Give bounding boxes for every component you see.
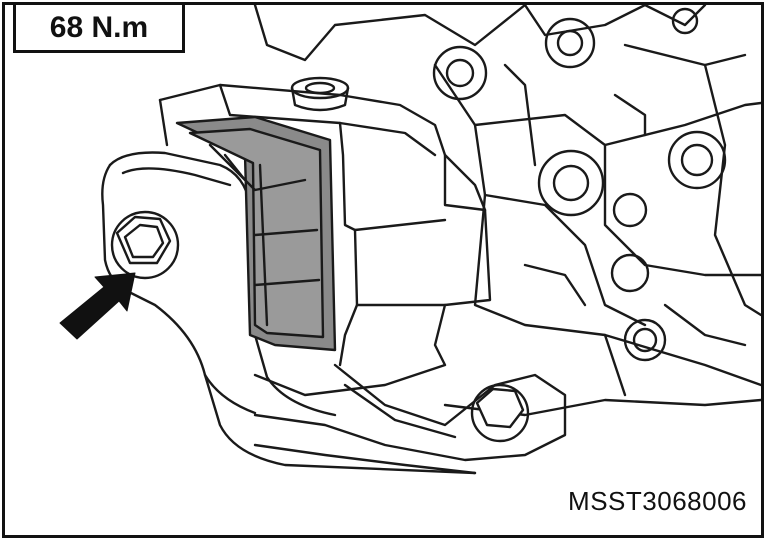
diagram-frame: 68 N.m MSST3068006 <box>2 2 764 538</box>
hex-bolt-icon <box>110 210 180 280</box>
lower-bolt <box>470 383 530 443</box>
rubber-insulator <box>175 115 337 352</box>
arrow-pointer-icon <box>59 272 136 340</box>
engine-mount-illustration <box>59 5 761 475</box>
torque-spec-label: 68 N.m <box>13 5 185 53</box>
mount-body <box>158 76 492 397</box>
figure-code: MSST3068006 <box>568 486 747 516</box>
lower-bracket <box>253 363 567 475</box>
mount-bracket <box>101 151 477 475</box>
